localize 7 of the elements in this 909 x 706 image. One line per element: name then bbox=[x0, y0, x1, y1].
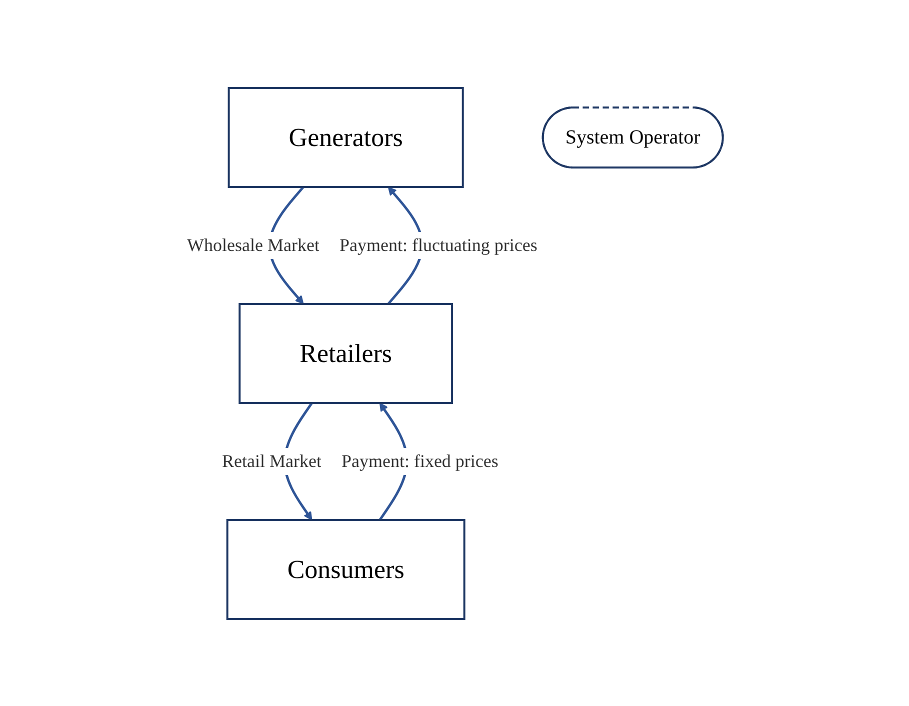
edge-label: Retail Market bbox=[222, 450, 322, 470]
edge-label: Payment: fluctuating prices bbox=[339, 234, 537, 254]
edge-label: Wholesale Market bbox=[186, 234, 320, 254]
node-box: Generators bbox=[227, 86, 464, 188]
node-box: Retailers bbox=[238, 302, 453, 404]
edge-label: Payment: fixed prices bbox=[341, 450, 498, 470]
node-box: Consumers bbox=[226, 518, 465, 620]
